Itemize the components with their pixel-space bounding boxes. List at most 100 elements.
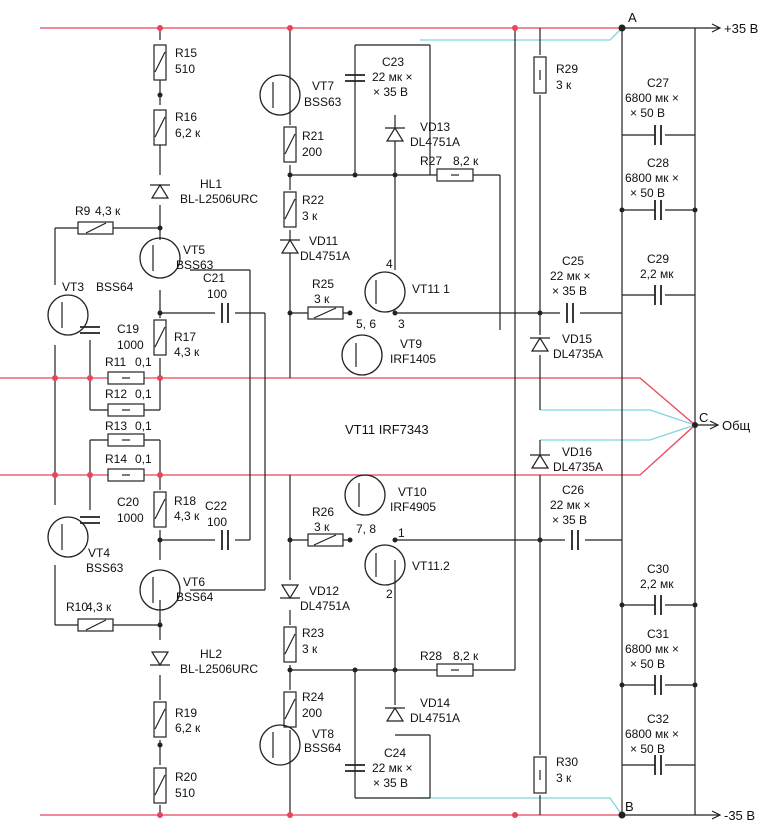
r18-value: 4,3 к [174, 509, 200, 523]
vt6-value: BSS64 [176, 590, 214, 604]
r27-ref: R27 [420, 154, 443, 168]
c27-value: 6800 мк × [625, 91, 679, 105]
r9-ref: R9 [75, 204, 91, 218]
c30-ref: C30 [647, 562, 670, 576]
r21-ref: R21 [302, 129, 325, 143]
rail-wires [0, 23, 722, 820]
c24-value: 22 мк × [372, 761, 413, 775]
c21-ref: C21 [203, 271, 226, 285]
c20-ref: C20 [117, 495, 140, 509]
hl2-ref: HL2 [200, 647, 223, 661]
c25-value2: × 35 В [552, 284, 588, 298]
vt8-value: BSS64 [304, 741, 342, 755]
r15-value: 510 [175, 62, 196, 76]
r10-value: 4,3 к [86, 600, 112, 614]
c32-value2: × 50 В [630, 742, 666, 756]
vt7-ref: VT7 [312, 79, 335, 93]
r26-value: 3 к [314, 520, 330, 534]
c29-value: 2,2 мк [640, 267, 674, 281]
c27-ref: C27 [647, 76, 670, 90]
hl1-value: BL-L2506URC [180, 192, 259, 206]
c30-value: 2,2 мк [640, 577, 674, 591]
r14-ref: R14 [105, 452, 128, 466]
c28-ref: C28 [647, 156, 670, 170]
r23-value: 3 к [302, 642, 318, 656]
r15-ref: R15 [175, 46, 198, 60]
r17-ref: R17 [174, 330, 197, 344]
vt11-1-gate-pin: 4 [386, 257, 393, 271]
r29-ref: R29 [556, 62, 579, 76]
r11-value: 0,1 [135, 355, 152, 369]
c20-value: 1000 [117, 511, 144, 525]
vt6-ref: VT6 [183, 575, 206, 589]
vt11-1-label: VT11 1 [412, 282, 450, 296]
c31-ref: C31 [647, 627, 670, 641]
common-label: Общ [722, 418, 751, 433]
r25-value: 3 к [314, 292, 330, 306]
c23-value2: × 35 В [373, 85, 409, 99]
capacitor-symbols [80, 74, 695, 775]
c27-value2: × 50 В [630, 106, 666, 120]
r19-value: 6,2 к [175, 721, 201, 735]
r21-value: 200 [302, 145, 323, 159]
r9-value: 4,3 к [95, 204, 121, 218]
c23-value: 22 мк × [372, 70, 413, 84]
vt9-ref: VT9 [400, 337, 423, 351]
vt3-ref: VT3 [62, 280, 85, 294]
vt5-value: BSS63 [176, 258, 214, 272]
vd14-ref: VD14 [420, 696, 451, 710]
vt9-value: IRF1405 [390, 352, 437, 366]
node-b-label: B [625, 799, 634, 814]
r25-ref: R25 [312, 277, 335, 291]
diode-symbols [150, 126, 550, 722]
top-voltage-label: +35 В [724, 21, 759, 36]
vd11-ref: VD11 [309, 234, 339, 248]
r16-ref: R16 [175, 110, 198, 124]
vt10-ref: VT10 [398, 485, 427, 499]
r20-value: 510 [175, 786, 196, 800]
vd11-value: DL4751A [300, 249, 351, 263]
c29-ref: C29 [647, 252, 670, 266]
c26-value2: × 35 В [552, 513, 588, 527]
r19-ref: R19 [175, 706, 198, 720]
vt5-ref: VT5 [183, 243, 206, 257]
r13-value: 0,1 [135, 419, 152, 433]
vd12-ref: VD12 [309, 584, 340, 598]
r17-value: 4,3 к [174, 345, 200, 359]
vd13-ref: VD13 [420, 120, 451, 134]
r22-ref: R22 [302, 193, 325, 207]
vd14-value: DL4751A [410, 711, 461, 725]
node-a-label: A [628, 10, 637, 25]
bottom-voltage-label: -35 В [724, 808, 756, 823]
r14-value: 0,1 [135, 452, 152, 466]
vd13-value: DL4751A [410, 135, 461, 149]
r18-ref: R18 [174, 494, 197, 508]
vt11-2-gate-pin: 1 [398, 526, 405, 540]
r28-ref: R28 [420, 649, 443, 663]
r30-ref: R30 [556, 755, 579, 769]
r12-value: 0,1 [135, 387, 152, 401]
vt7-value: BSS63 [304, 95, 342, 109]
c21-value: 100 [207, 287, 228, 301]
c24-value2: × 35 В [373, 776, 409, 790]
r20-ref: R20 [175, 770, 198, 784]
vd15-ref: VD15 [562, 332, 593, 346]
r10-ref: R10 [66, 600, 89, 614]
vt10-value: IRF4905 [390, 500, 437, 514]
c24-ref: C24 [384, 746, 407, 760]
c32-ref: C32 [647, 712, 670, 726]
r30-value: 3 к [556, 771, 572, 785]
hl1-ref: HL1 [200, 177, 223, 191]
vt4-ref: VT4 [88, 546, 111, 560]
vd15-value: DL4735A [553, 347, 604, 361]
vt11-2-label: VT11.2 [412, 559, 450, 573]
r16-value: 6,2 к [175, 126, 201, 140]
c22-value: 100 [207, 515, 228, 529]
vt11-1-source-pin: 3 [398, 317, 405, 331]
r23-ref: R23 [302, 626, 325, 640]
transistor-symbols [47, 74, 406, 766]
c31-value: 6800 мк × [625, 642, 679, 656]
vd12-value: DL4751A [300, 599, 351, 613]
vt4-value: BSS63 [86, 561, 124, 575]
